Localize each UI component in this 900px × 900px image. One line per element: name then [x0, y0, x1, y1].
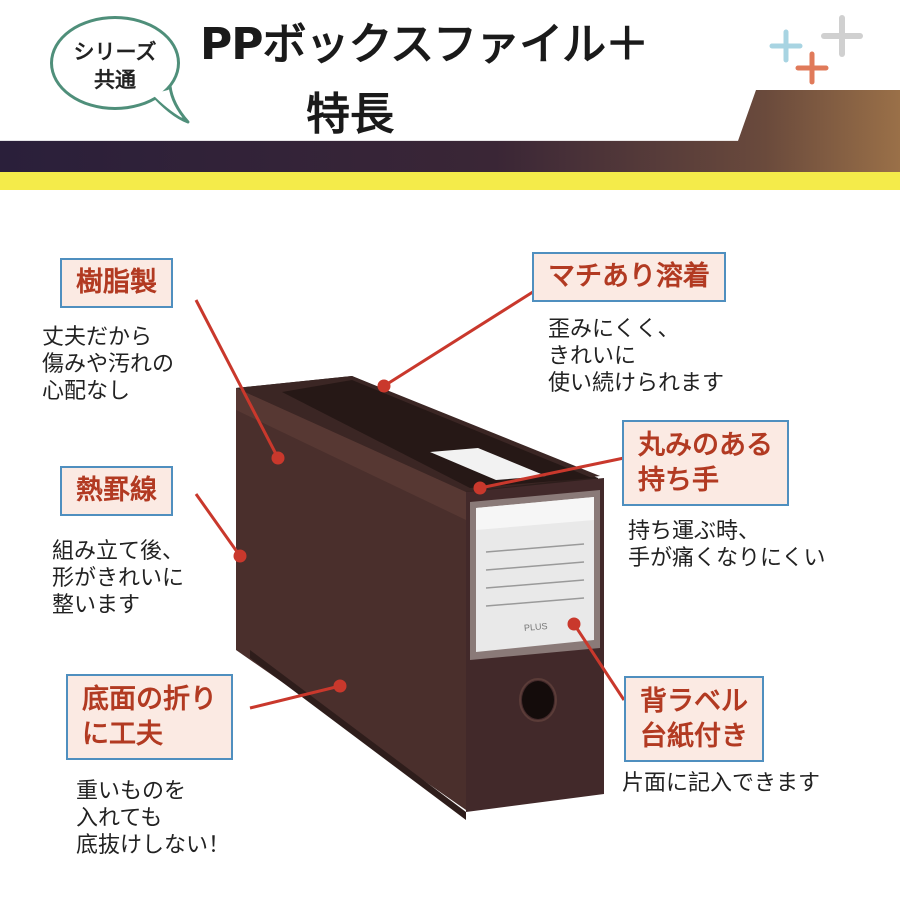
feature-desc-gusset-weld: 歪みにくく、 きれいに 使い続けられます — [548, 317, 725, 396]
header-band-yellow — [0, 172, 900, 190]
feature-label-heat-crease: 熱罫線 — [60, 466, 173, 516]
page-title-line-1: PPボックスファイル＋ — [200, 19, 649, 70]
finger-hole — [522, 681, 554, 719]
feature-desc-rounded-handle: 持ち運ぶ時、 手が痛くなりにくい — [628, 519, 826, 571]
feature-desc-heat-crease: 組み立て後、 形がきれいに 整います — [52, 539, 185, 618]
feature-label-rounded-handle: 丸みのある 持ち手 — [622, 420, 789, 506]
badge-line-2: 共通 — [94, 68, 136, 92]
speech-bubble-tail-cover — [152, 90, 182, 118]
spine-label-card — [476, 497, 594, 652]
feature-label-spine-label: 背ラベル 台紙付き — [624, 676, 764, 762]
box-side-face — [236, 388, 466, 810]
feature-desc-resin: 丈夫だから 傷みや汚れの 心配なし — [42, 325, 175, 404]
feature-desc-bottom-fold: 重いものを 入れても 底抜けしない！ — [76, 779, 231, 858]
series-badge — [50, 16, 180, 110]
feature-label-resin: 樹脂製 — [60, 258, 173, 308]
series-badge-text: シリーズ 共通 — [56, 38, 174, 94]
badge-line-1: シリーズ — [73, 40, 157, 64]
feature-desc-spine-label: 片面に記入できます — [622, 771, 821, 796]
page-title-line-2: 特長 — [306, 89, 394, 140]
feature-label-bottom-fold: 底面の折り に工夫 — [66, 674, 233, 760]
plus-signs-icon — [769, 15, 863, 85]
feature-label-gusset-weld: マチあり溶着 — [532, 252, 726, 302]
